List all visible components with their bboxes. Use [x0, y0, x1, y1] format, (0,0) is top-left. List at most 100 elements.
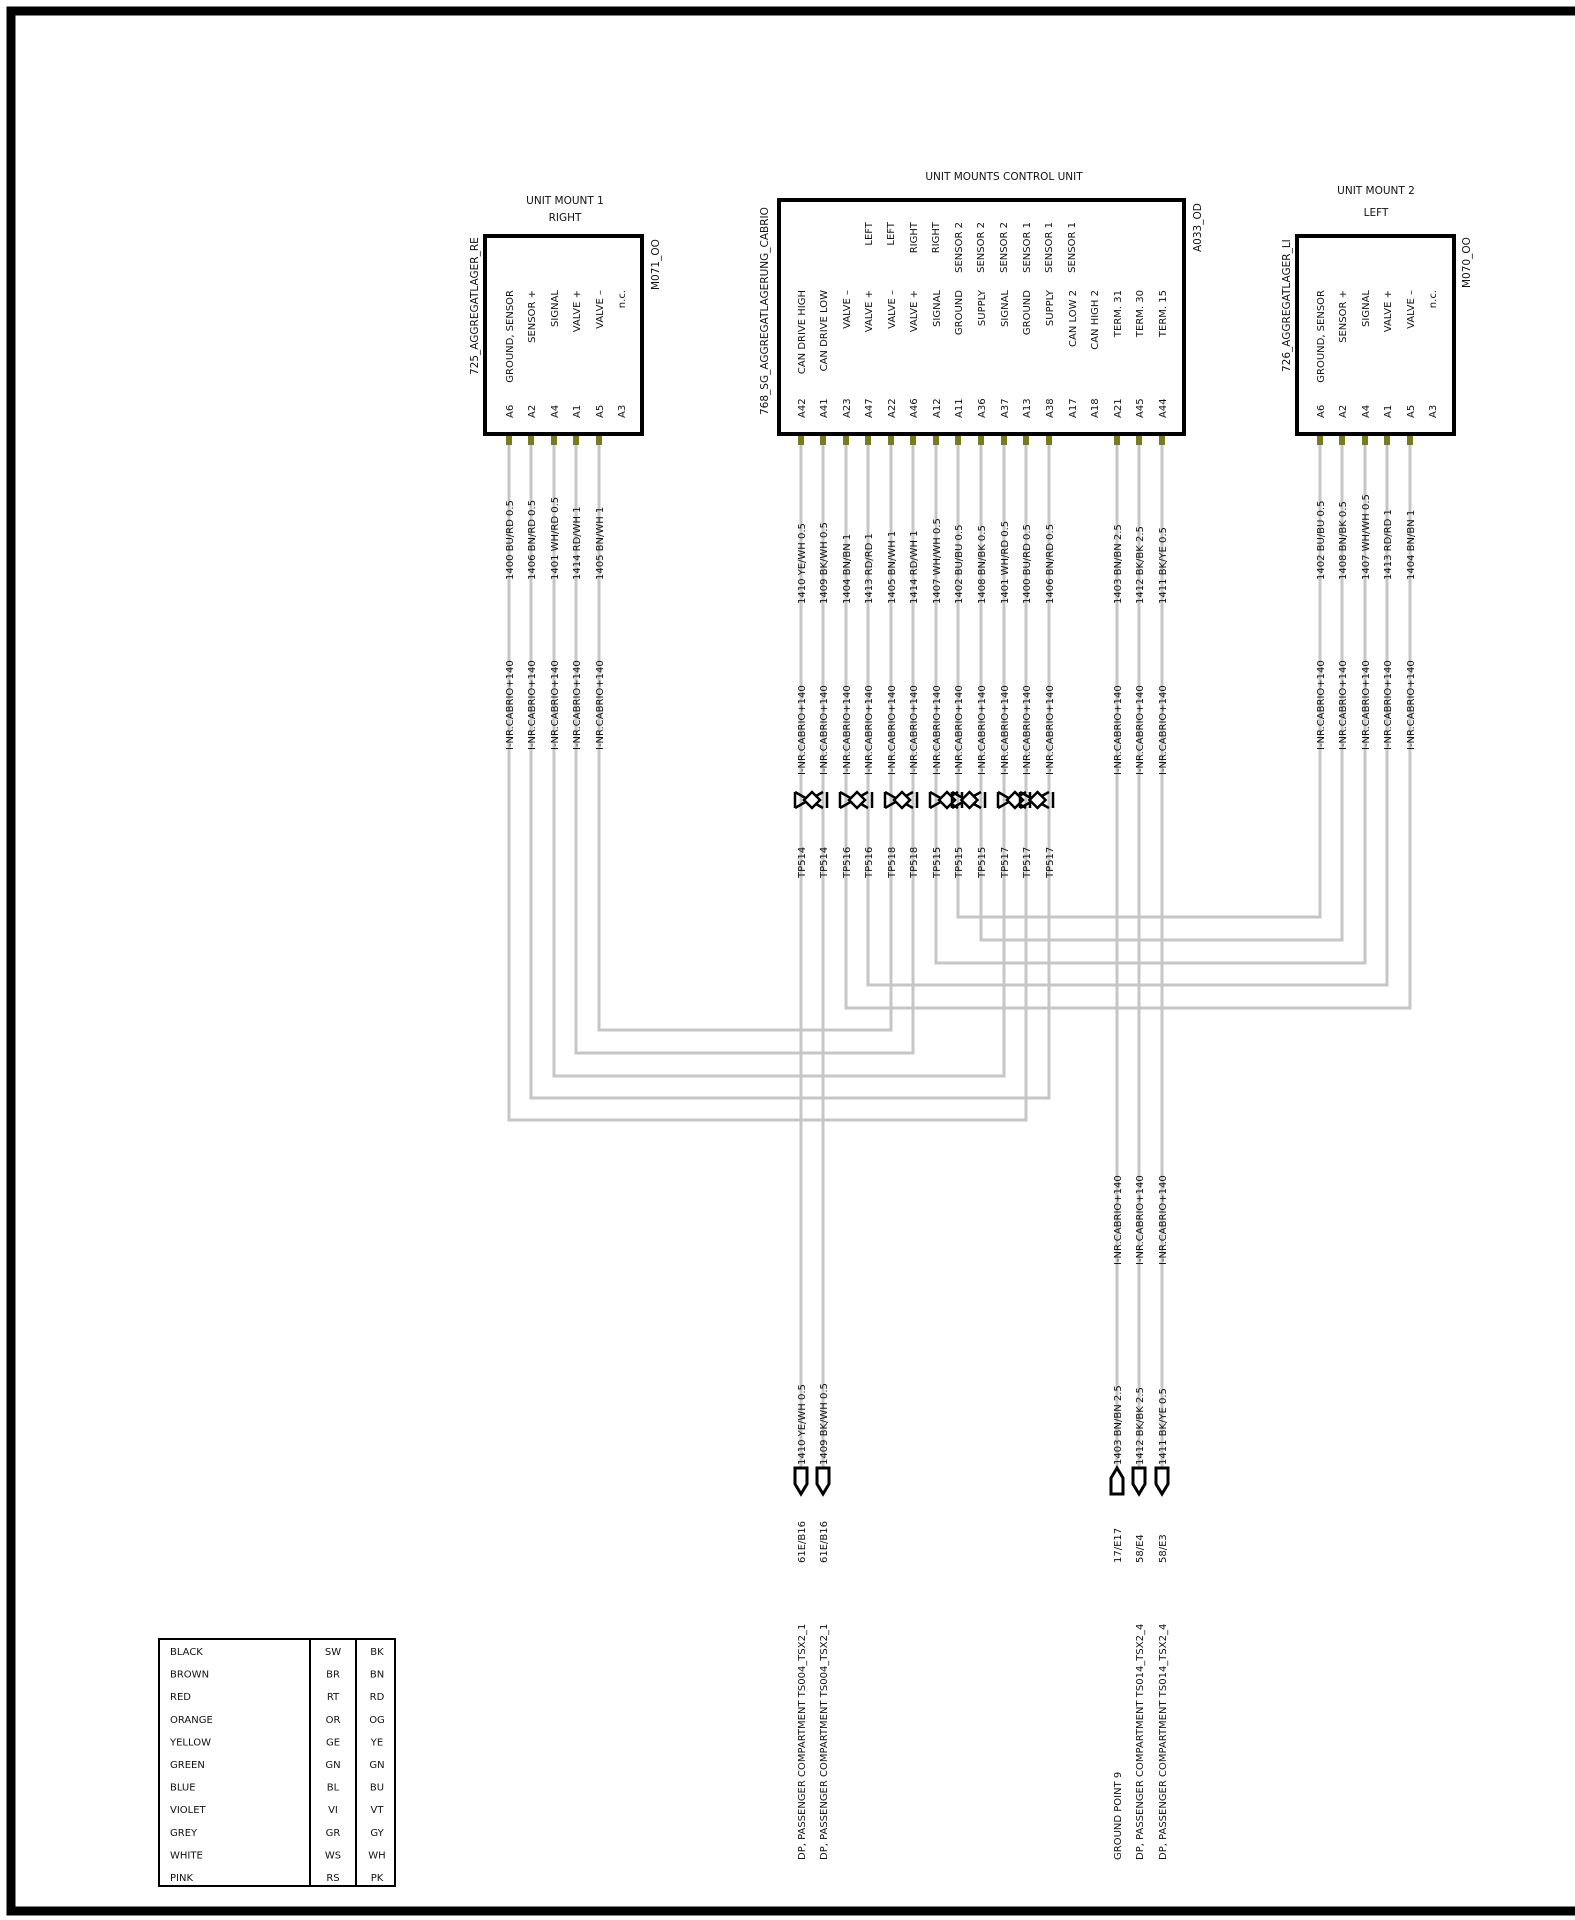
legend-color-name: WHITE [170, 1850, 203, 1861]
pin-sub-label: RIGHT [909, 221, 920, 253]
wire-label: 1413 RD/RD 1 [1383, 509, 1394, 580]
pin-marker [1114, 436, 1120, 445]
pin-name: SUPPLY [977, 289, 988, 326]
termination-destination: DP, PASSENGER COMPARTMENT TS004_TSX2_1 [797, 1624, 808, 1860]
twisted-pair-marker [959, 790, 980, 810]
pin-name: CAN HIGH 2 [1090, 290, 1101, 350]
pin-id: A2 [527, 405, 538, 418]
pin-name: VALVE – [1406, 290, 1417, 329]
pin-name: SIGNAL [550, 290, 561, 327]
termination-destination: GROUND POINT 9 [1113, 1772, 1124, 1860]
legend-color-name: RED [170, 1692, 191, 1703]
pin-name: SENSOR + [527, 290, 538, 343]
legend-color-code-de: RS [326, 1873, 339, 1884]
wire-label: 1404 BN/BN 1 [842, 534, 853, 604]
wire-label: 1400 BU/RD 0.5 [1022, 524, 1033, 604]
pin-marker [888, 436, 894, 445]
unit-mount-2-box [1295, 234, 1456, 436]
wire-label: 1406 BN/RD 0.5 [527, 500, 538, 580]
page-frame [6, 6, 1575, 1916]
unit-mount-2-code: M070_OO [1461, 237, 1473, 288]
wire-label: 1404 BN/BN 1 [1406, 510, 1417, 580]
pin-id: A37 [1000, 398, 1011, 418]
pin-marker [1046, 436, 1052, 445]
twisted-pair-label: TP515 [954, 847, 965, 879]
harness-label: I-NR.CABRIO+140 [572, 660, 583, 750]
twisted-pair-label: TP516 [864, 847, 875, 879]
pin-id: A6 [1316, 405, 1327, 418]
wire-label: 1400 BU/RD 0.5 [505, 500, 516, 580]
control-unit-side-label: 768_SG_AGGREGATLAGERUNG_CABRIO [759, 207, 771, 415]
pin-id: A1 [572, 405, 583, 418]
legend-color-code-de: GN [325, 1760, 340, 1771]
unit-mount-2-title-line1: UNIT MOUNT 2 [1337, 185, 1415, 197]
harness-label: I-NR.CABRIO+140 [887, 685, 898, 775]
legend-color-name: BLACK [170, 1647, 203, 1658]
wire-label: 1407 WH/WH 0.5 [1361, 494, 1372, 580]
legend-color-code-en: PK [371, 1873, 384, 1884]
pin-id: A13 [1022, 398, 1033, 418]
twisted-pair-label: TP518 [909, 847, 920, 879]
pin-sub-label: SENSOR 1 [1044, 222, 1055, 273]
control-unit[interactable]: UNIT MOUNTS CONTROL UNIT 768_SG_AGGREGAT… [759, 171, 1204, 436]
control-unit-box [777, 198, 1186, 436]
harness-label: I-NR.CABRIO+140 [909, 685, 920, 775]
pin-name: GROUND [954, 290, 965, 335]
pin-name: CAN DRIVE LOW [819, 290, 830, 372]
pin-name: GROUND, SENSOR [505, 290, 516, 383]
twisted-pair-label: TP514 [819, 847, 830, 879]
legend-color-code-en: BU [370, 1783, 384, 1794]
harness-label: I-NR.CABRIO+140 [954, 685, 965, 775]
pin-id: A45 [1135, 398, 1146, 418]
pin-marker [865, 436, 871, 445]
wire-label: 1414 RD/WH 1 [572, 506, 583, 580]
wire-label: 1412 BK/BK 2.5 [1135, 526, 1146, 604]
pin-name: SIGNAL [1361, 290, 1372, 327]
wire-label: 1402 BU/BU 0.5 [1316, 501, 1327, 580]
pin-name: SENSOR + [1338, 290, 1349, 343]
legend-color-code-en: RD [370, 1692, 385, 1703]
harness-label: I-NR.CABRIO+140 [797, 685, 808, 775]
pin-marker [1136, 436, 1142, 445]
pin-marker [573, 436, 579, 445]
harness-label: I-NR.CABRIO+140 [842, 685, 853, 775]
pin-id: A22 [887, 398, 898, 418]
harness-label: I-NR.CABRIO+140 [1158, 1175, 1169, 1265]
harness-label: I-NR.CABRIO+140 [932, 685, 943, 775]
pin-id: A47 [864, 398, 875, 418]
termination-destination: DP, PASSENGER COMPARTMENT TS014_TSX2_4 [1158, 1624, 1169, 1860]
wire-label: 1401 WH/RD 0.5 [550, 497, 561, 580]
unit-mount-2[interactable]: UNIT MOUNT 2 LEFT 726_AGGREGATLAGER_LI M… [1281, 185, 1473, 436]
twisted-pair-label: TP517 [1000, 847, 1011, 879]
pin-marker [1159, 436, 1165, 445]
ground-terminal-icon [1109, 1465, 1125, 1496]
legend-color-code-de: OR [326, 1715, 341, 1726]
connector-terminal-icon [1131, 1466, 1147, 1497]
pin-id: A17 [1068, 398, 1079, 418]
legend-color-name: BLUE [170, 1783, 196, 1794]
unit-mount-1[interactable]: UNIT MOUNT 1 RIGHT 725_AGGREGATLAGER_RE … [469, 195, 662, 436]
legend-color-code-en: BK [370, 1647, 384, 1658]
pin-marker [1362, 436, 1368, 445]
wire-1404 [844, 445, 1412, 1010]
twisted-pair-label: TP518 [887, 847, 898, 879]
legend-color-code-de: RT [327, 1692, 340, 1703]
harness-label: I-NR.CABRIO+140 [1135, 685, 1146, 775]
legend-color-name: ORANGE [170, 1715, 213, 1726]
pin-name: VALVE + [572, 290, 583, 332]
pin-sub-label: SENSOR 2 [976, 222, 987, 273]
termination-wire-label: 1409 BK/WH 0.5 [819, 1383, 830, 1465]
pin-marker [843, 436, 849, 445]
legend-color-code-en: BN [370, 1670, 384, 1681]
wire-1406 [529, 445, 1051, 1100]
harness-label: I-NR.CABRIO+140 [1135, 1175, 1146, 1265]
pin-id: A36 [977, 398, 988, 418]
pin-name: SIGNAL [932, 290, 943, 327]
harness-label: I-NR.CABRIO+140 [505, 660, 516, 750]
termination-pin: 61E/B16 [819, 1521, 830, 1563]
legend-color-code-de: GE [326, 1737, 340, 1748]
harness-label: I-NR.CABRIO+140 [1113, 685, 1124, 775]
pin-marker [798, 436, 804, 445]
unit-mount-1-side-label: 725_AGGREGATLAGER_RE [469, 237, 481, 375]
wire-1414 [574, 445, 915, 1055]
